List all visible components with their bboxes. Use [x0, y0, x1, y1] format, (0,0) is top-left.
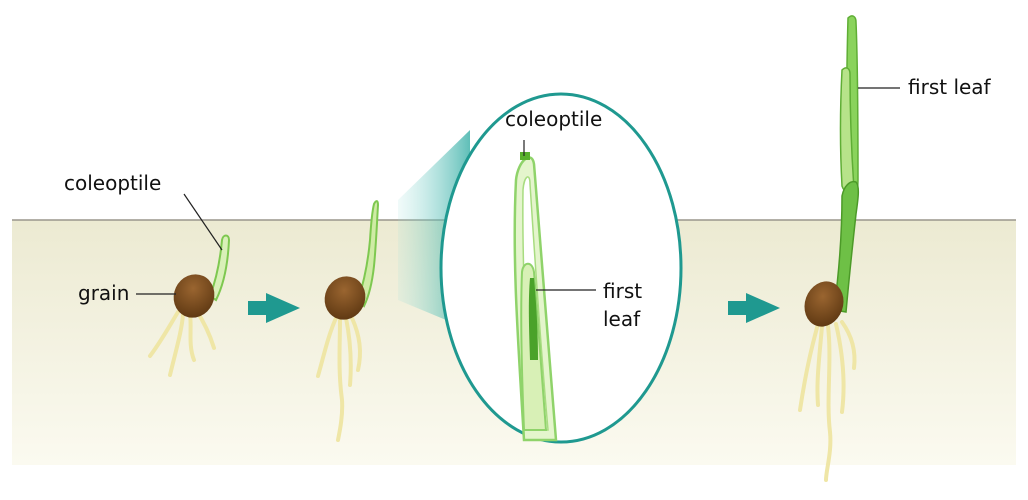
seedling-stage-2: [316, 200, 380, 442]
roots-stage-3: [798, 320, 857, 482]
roots-stage-2: [316, 316, 362, 442]
inset-circle: [439, 92, 683, 444]
stage-3-stem: [833, 180, 860, 313]
grain-stage-2: [324, 276, 366, 320]
label-inset-coleoptile: coleoptile: [505, 107, 603, 131]
seedling-stage-1: [136, 193, 231, 377]
inset-first-leaf-core: [528, 278, 538, 360]
grain-stage-1: [173, 274, 215, 318]
coleoptile-stage-1: [208, 234, 231, 302]
label-first-leaf-stage-3: first leaf: [908, 75, 991, 99]
progress-arrow-1: [248, 293, 300, 323]
label-grain: grain: [78, 281, 130, 305]
leader-coleoptile-stage-1: [183, 193, 223, 251]
seedling-stage-3: [798, 15, 900, 482]
label-inset-first-leaf-line2: leaf: [603, 307, 641, 331]
progress-arrow-2: [728, 293, 780, 323]
magnified-inset: [439, 92, 683, 444]
label-coleoptile-stage-1: coleoptile: [64, 171, 162, 195]
coleoptile-stage-2: [356, 200, 380, 308]
label-inset-first-leaf-line1: first: [603, 279, 643, 303]
inset-coleoptile-tip: [520, 152, 530, 160]
grain-stage-3: [804, 281, 844, 327]
